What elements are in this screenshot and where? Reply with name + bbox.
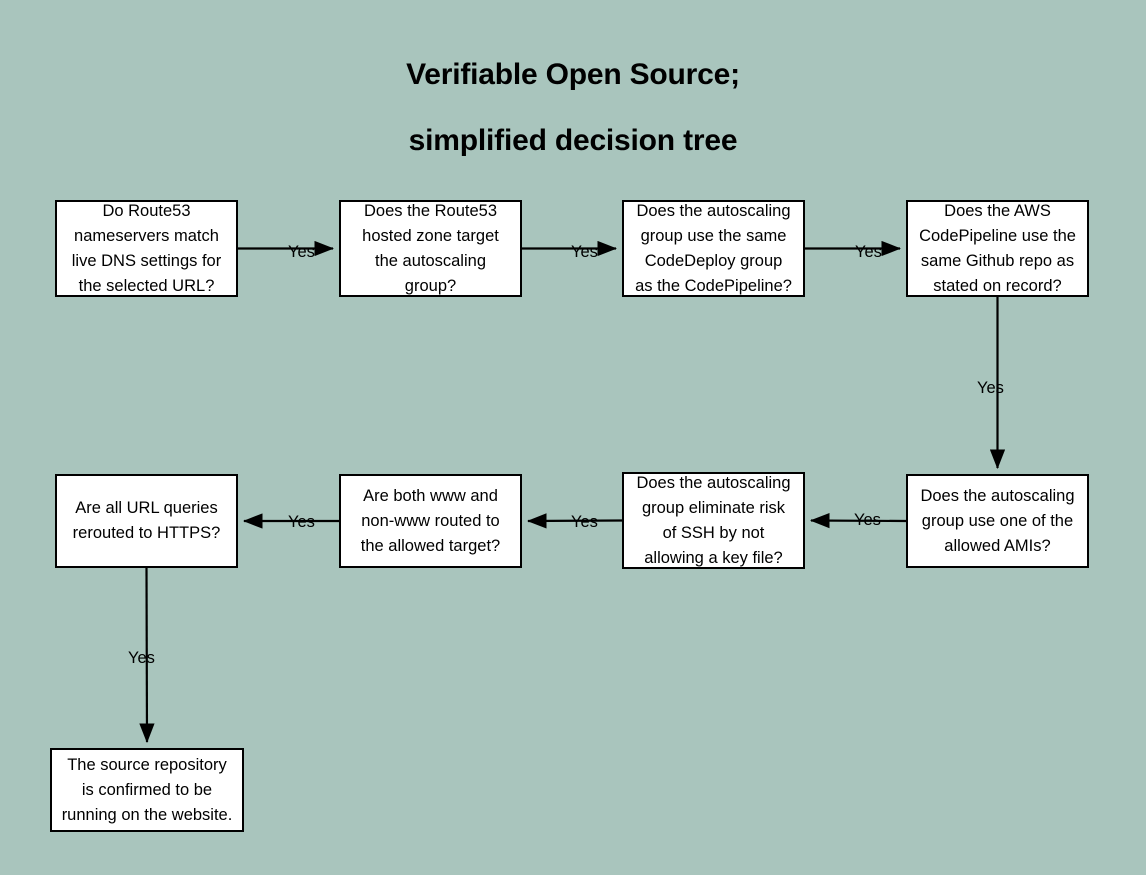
edge-label-n6-to-n7: Yes (571, 513, 598, 531)
flow-node-n5[interactable]: Does the autoscaling group use one of th… (906, 474, 1089, 568)
flow-edge-n8-to-n9 (139, 567, 155, 744)
edge-label-n5-to-n6: Yes (854, 511, 881, 529)
flow-node-n1[interactable]: Do Route53 nameservers match live DNS se… (55, 200, 238, 297)
flow-node-label: Does the autoscaling group use one of th… (920, 486, 1075, 555)
flow-node-label: Does the autoscaling group use the same … (635, 201, 792, 295)
flow-node-label: The source repository is confirmed to be… (61, 755, 233, 824)
flow-edge-n6-to-n7 (526, 513, 623, 529)
edge-label-n8-to-n9: Yes (128, 649, 155, 667)
flow-node-n3[interactable]: Does the autoscaling group use the same … (622, 200, 805, 297)
flow-node-label: Does the Route53 hosted zone target the … (362, 201, 499, 295)
edge-label-n4-to-n5: Yes (977, 379, 1004, 397)
title-line-1: Verifiable Open Source; (406, 58, 740, 91)
page-title: Verifiable Open Source; simplified decis… (0, 42, 1146, 174)
flow-node-n6[interactable]: Does the autoscaling group eliminate ris… (622, 472, 805, 569)
flow-node-label: Does the autoscaling group eliminate ris… (636, 473, 791, 567)
flow-node-label: Are both www and non-www routed to the a… (360, 486, 501, 555)
edge-label-n1-to-n2: Yes (288, 243, 315, 261)
flow-node-n4[interactable]: Does the AWS CodePipeline use the same G… (906, 200, 1089, 297)
flow-node-label: Are all URL queries rerouted to HTTPS? (72, 499, 221, 542)
flow-node-n9[interactable]: The source repository is confirmed to be… (50, 748, 244, 832)
flow-node-label: Does the AWS CodePipeline use the same G… (919, 201, 1076, 295)
flow-node-n7[interactable]: Are both www and non-www routed to the a… (339, 474, 522, 568)
edge-label-n2-to-n3: Yes (571, 243, 598, 261)
flow-node-label: Do Route53 nameservers match live DNS se… (71, 201, 222, 295)
flow-edge-n5-to-n6 (809, 512, 907, 529)
edge-label-n3-to-n4: Yes (855, 243, 882, 261)
edge-label-n7-to-n8: Yes (288, 513, 315, 531)
flow-node-n8[interactable]: Are all URL queries rerouted to HTTPS? (55, 474, 238, 568)
flow-node-n2[interactable]: Does the Route53 hosted zone target the … (339, 200, 522, 297)
title-line-2: simplified decision tree (408, 124, 738, 157)
